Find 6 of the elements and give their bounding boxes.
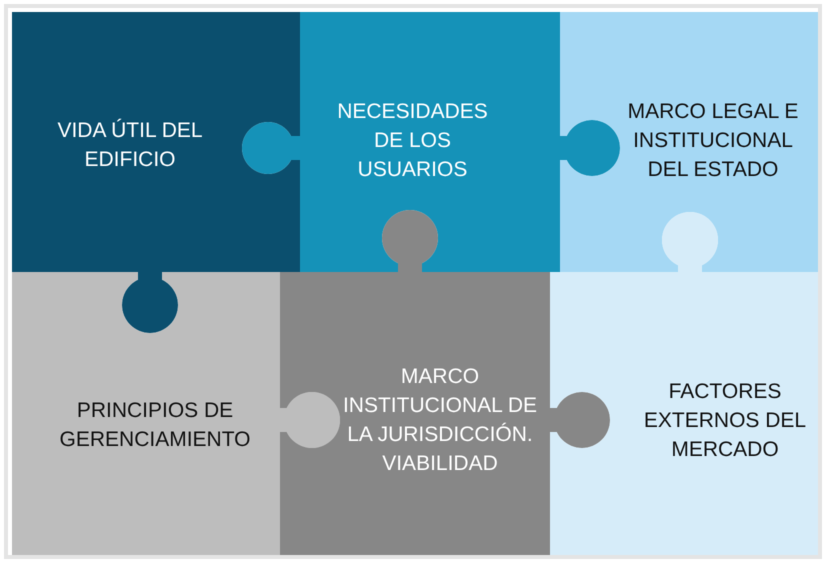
piece-label: VIDA ÚTIL DEL EDIFICIO [56,118,204,173]
piece-label: FACTORES EXTERNOS DEL MERCADO [642,378,808,462]
piece-label: MARCO LEGAL E INSTITUCIONAL DEL ESTADO [626,98,800,182]
piece-label: NECESIDADES DE LOS USUARIOS [336,98,489,182]
piece-label: PRINCIPIOS DE GERENCIAMIENTO [58,398,252,453]
piece-label: MARCO INSTITUCIONAL DE LA JURISDICCIÓN. VIABILIDAD [342,364,538,477]
